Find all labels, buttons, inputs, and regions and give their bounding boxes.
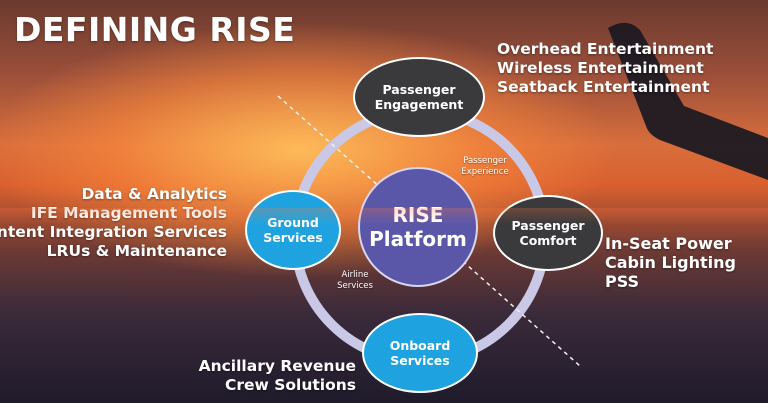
list-item: Wireless Entertainment (497, 59, 704, 77)
zone-label-line: Services (337, 280, 373, 291)
node-label-line: Engagement (374, 97, 464, 112)
node-label-line: Comfort (519, 233, 577, 248)
node-ground-services: Ground Services (245, 190, 341, 270)
zone-label-line: Experience (461, 166, 509, 177)
node-rise-platform: RISE Platform (358, 167, 478, 287)
node-label-line: Onboard (389, 338, 451, 353)
node-label-line: Passenger (382, 82, 456, 97)
node-passenger-comfort: Passenger Comfort (493, 195, 603, 271)
list-item: IFE Management Tools (30, 204, 227, 222)
engagement-features-list: Overhead Entertainment Wireless Entertai… (497, 40, 713, 97)
airplane-wing-icon (608, 23, 768, 180)
node-label-line: Services (263, 230, 323, 245)
list-item: Crew Solutions (224, 376, 356, 394)
center-label-line: RISE (392, 203, 444, 227)
center-label-line: Platform (369, 227, 467, 251)
zone-label-airline-services: Airline Services (330, 270, 380, 291)
node-label-line: Services (390, 353, 450, 368)
list-item: Cabin Lighting (605, 253, 736, 272)
page-title: DEFINING RISE (14, 10, 296, 49)
list-item: LRUs & Maintenance (46, 242, 227, 260)
list-item: Data & Analytics (81, 185, 227, 203)
list-item: Seatback Entertainment (497, 78, 710, 96)
list-item: Ancillary Revenue (198, 357, 356, 375)
ground-features-list: Data & Analytics IFE Management Tools Co… (0, 185, 227, 261)
onboard-features-list: Ancillary Revenue Crew Solutions (199, 357, 356, 395)
zone-label-line: Airline (341, 270, 369, 280)
node-label-line: Passenger (511, 218, 585, 233)
comfort-features-list: In-Seat Power Cabin Lighting PSS (605, 234, 736, 291)
node-onboard-services: Onboard Services (362, 313, 478, 393)
node-passenger-engagement: Passenger Engagement (353, 57, 485, 137)
zone-label-line: Passenger (463, 156, 507, 166)
list-item: Overhead Entertainment (497, 40, 714, 58)
list-item: Content Integration Services (0, 223, 227, 241)
list-item: In-Seat Power (605, 234, 732, 253)
zone-label-passenger-experience: Passenger Experience (452, 156, 518, 177)
list-item: PSS (605, 272, 640, 291)
node-label-line: Ground (267, 215, 319, 230)
